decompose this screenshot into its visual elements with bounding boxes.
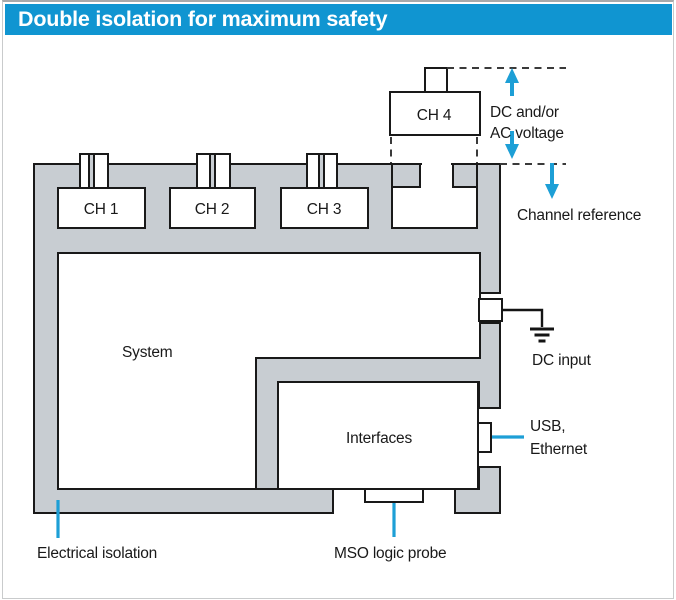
electrical-isolation-label: Electrical isolation bbox=[37, 545, 157, 562]
usb-ethernet-label-line1: USB, bbox=[530, 418, 565, 435]
ch3-box bbox=[280, 187, 369, 229]
ground-icon bbox=[530, 327, 554, 343]
interfaces-label: Interfaces bbox=[346, 430, 413, 447]
ch4-label: CH 4 bbox=[417, 107, 452, 124]
ch1-pin bbox=[88, 153, 95, 191]
title-bar: Double isolation for maximum safety bbox=[5, 4, 672, 35]
page-title: Double isolation for maximum safety bbox=[18, 7, 388, 31]
ch2-pin bbox=[209, 153, 216, 191]
ch3-pin bbox=[318, 153, 325, 191]
ch4-socket-tab-right bbox=[452, 163, 478, 188]
ch4-socket-tab-left bbox=[391, 163, 421, 188]
dc-input-connector bbox=[478, 298, 503, 322]
ch4-probe-tip bbox=[424, 67, 448, 94]
channel-reference-arrow-icon bbox=[545, 163, 559, 199]
dc-ac-voltage-label-line2: AC voltage bbox=[490, 125, 564, 142]
voltage-down-arrow-icon bbox=[505, 131, 519, 159]
system-region bbox=[57, 252, 481, 490]
mso-logic-probe-label: MSO logic probe bbox=[334, 545, 446, 562]
system-label: System bbox=[122, 344, 172, 361]
dc-ac-voltage-label-line1: DC and/or bbox=[490, 104, 559, 121]
dc-input-label: DC input bbox=[532, 352, 592, 369]
voltage-up-arrow-icon bbox=[505, 68, 519, 96]
ch2-label: CH 2 bbox=[195, 201, 230, 218]
dc-input-wire bbox=[502, 308, 544, 327]
ch2-feedthrough bbox=[196, 153, 231, 191]
ch3-feedthrough bbox=[306, 153, 338, 191]
ch1-label: CH 1 bbox=[84, 201, 119, 218]
ch1-feedthrough bbox=[79, 153, 109, 191]
channel-reference-label: Channel reference bbox=[517, 207, 641, 224]
ch4-socket-slot-opening bbox=[422, 161, 451, 167]
usb-ethernet-connector bbox=[477, 422, 492, 453]
ch4-box bbox=[389, 91, 481, 136]
ch2-box bbox=[169, 187, 256, 229]
mso-probe-connector bbox=[364, 488, 424, 503]
usb-ethernet-label-line2: Ethernet bbox=[530, 441, 588, 458]
ch3-label: CH 3 bbox=[307, 201, 342, 218]
ch1-box bbox=[57, 187, 146, 229]
